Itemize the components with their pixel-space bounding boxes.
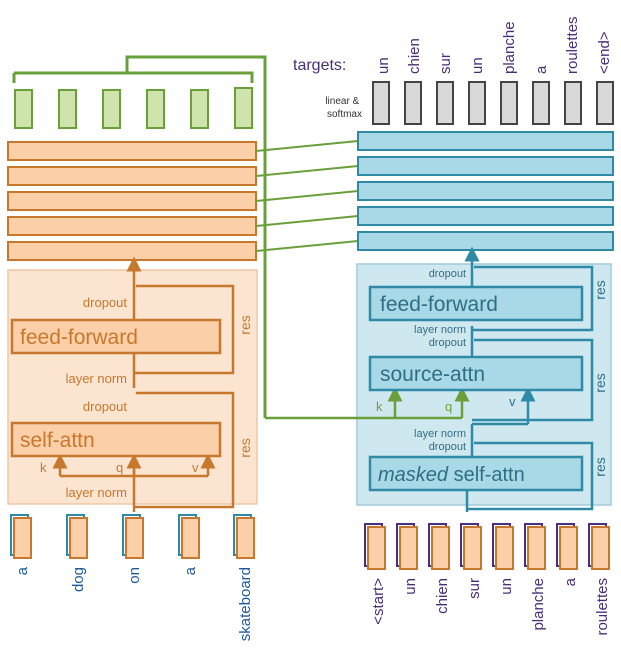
decoder-masked-self-attn-box [368, 455, 584, 492]
target-word: <end> [596, 31, 613, 74]
encoder-input-word: a [182, 566, 199, 575]
target-word: chien [406, 38, 423, 74]
target-word: a [533, 65, 550, 74]
decoder-dropout-1: dropout [429, 337, 466, 349]
encoder-layer-norm-bottom: layer norm [66, 485, 127, 500]
encoder-q-label: q [116, 460, 123, 475]
encoder-input-word: dog [70, 567, 87, 592]
target-word: un [375, 57, 392, 74]
source-attn-memory-line [265, 386, 470, 420]
encoder-stack [7, 141, 257, 261]
decoder-flow-lines [464, 246, 594, 512]
encoder-input-word: skateboard [237, 567, 254, 641]
decoder-source-attn-label: source-attn [380, 363, 485, 386]
decoder-stack [357, 131, 614, 251]
target-word: roulettes [564, 16, 581, 74]
decoder-feed-forward-box [368, 285, 584, 322]
decoder-input-word: <start> [370, 578, 387, 625]
encoder-flow-lines [52, 256, 235, 512]
decoder-q-label: q [445, 399, 452, 414]
decoder-masked-self-attn-label: masked self-attn [378, 464, 525, 486]
encoder-layer-norm-mid: layer norm [66, 371, 127, 386]
encoder-input-word: a [14, 566, 31, 575]
target-word: un [469, 57, 486, 74]
decoder-res-top: res [592, 280, 608, 299]
encoder-output-vectors [14, 87, 253, 129]
encoder-res-bottom: res [237, 438, 253, 457]
decoder-k-label: k [376, 399, 383, 414]
decoder-input-word: sur [466, 578, 483, 599]
encoder-feed-forward-box [10, 318, 222, 355]
decoder-input-word: chien [434, 578, 451, 614]
masked-italic: masked [378, 464, 449, 486]
decoder-input-embeddings [364, 523, 610, 570]
self-attn-text: self-attn [448, 464, 525, 486]
encoder-self-attn-box [10, 421, 222, 458]
decoder-dropout-top: dropout [429, 268, 466, 280]
encoder-input-embeddings [10, 514, 255, 559]
decoder-v-label: v [509, 394, 516, 409]
decoder-input-word: un [498, 578, 515, 595]
target-output-vectors [372, 81, 614, 125]
encoder-v-label: v [192, 460, 199, 475]
decoder-feed-forward-label: feed-forward [380, 293, 498, 316]
target-word: planche [501, 21, 518, 74]
decoder-layer-norm-1: layer norm [414, 324, 466, 336]
encoder-res-top: res [237, 315, 253, 334]
linear-softmax-label: linear & softmax [325, 96, 362, 120]
decoder-input-word: a [562, 577, 579, 586]
decoder-layer-norm-2: layer norm [414, 428, 466, 440]
decoder-res-mid: res [592, 373, 608, 392]
encoder-decoder-connections [255, 140, 359, 252]
target-word: sur [437, 53, 454, 74]
decoder-input-word: planche [530, 578, 547, 631]
decoder-dropout-2: dropout [429, 441, 466, 453]
decoder-res-bottom: res [592, 457, 608, 476]
decoder-input-word: roulettes [594, 578, 611, 636]
decoder-input-word: un [402, 578, 419, 595]
encoder-dropout-top: dropout [83, 295, 127, 310]
decoder-source-attn-box [368, 355, 584, 392]
encoder-self-attn-label: self-attn [20, 429, 95, 452]
encoder-k-label: k [40, 460, 47, 475]
encoder-dropout-mid: dropout [83, 399, 127, 414]
encoder-output-bracket [12, 55, 267, 418]
encoder-input-word: on [126, 567, 143, 584]
encoder-feed-forward-label: feed-forward [20, 326, 138, 349]
targets-label: targets: [293, 57, 346, 74]
